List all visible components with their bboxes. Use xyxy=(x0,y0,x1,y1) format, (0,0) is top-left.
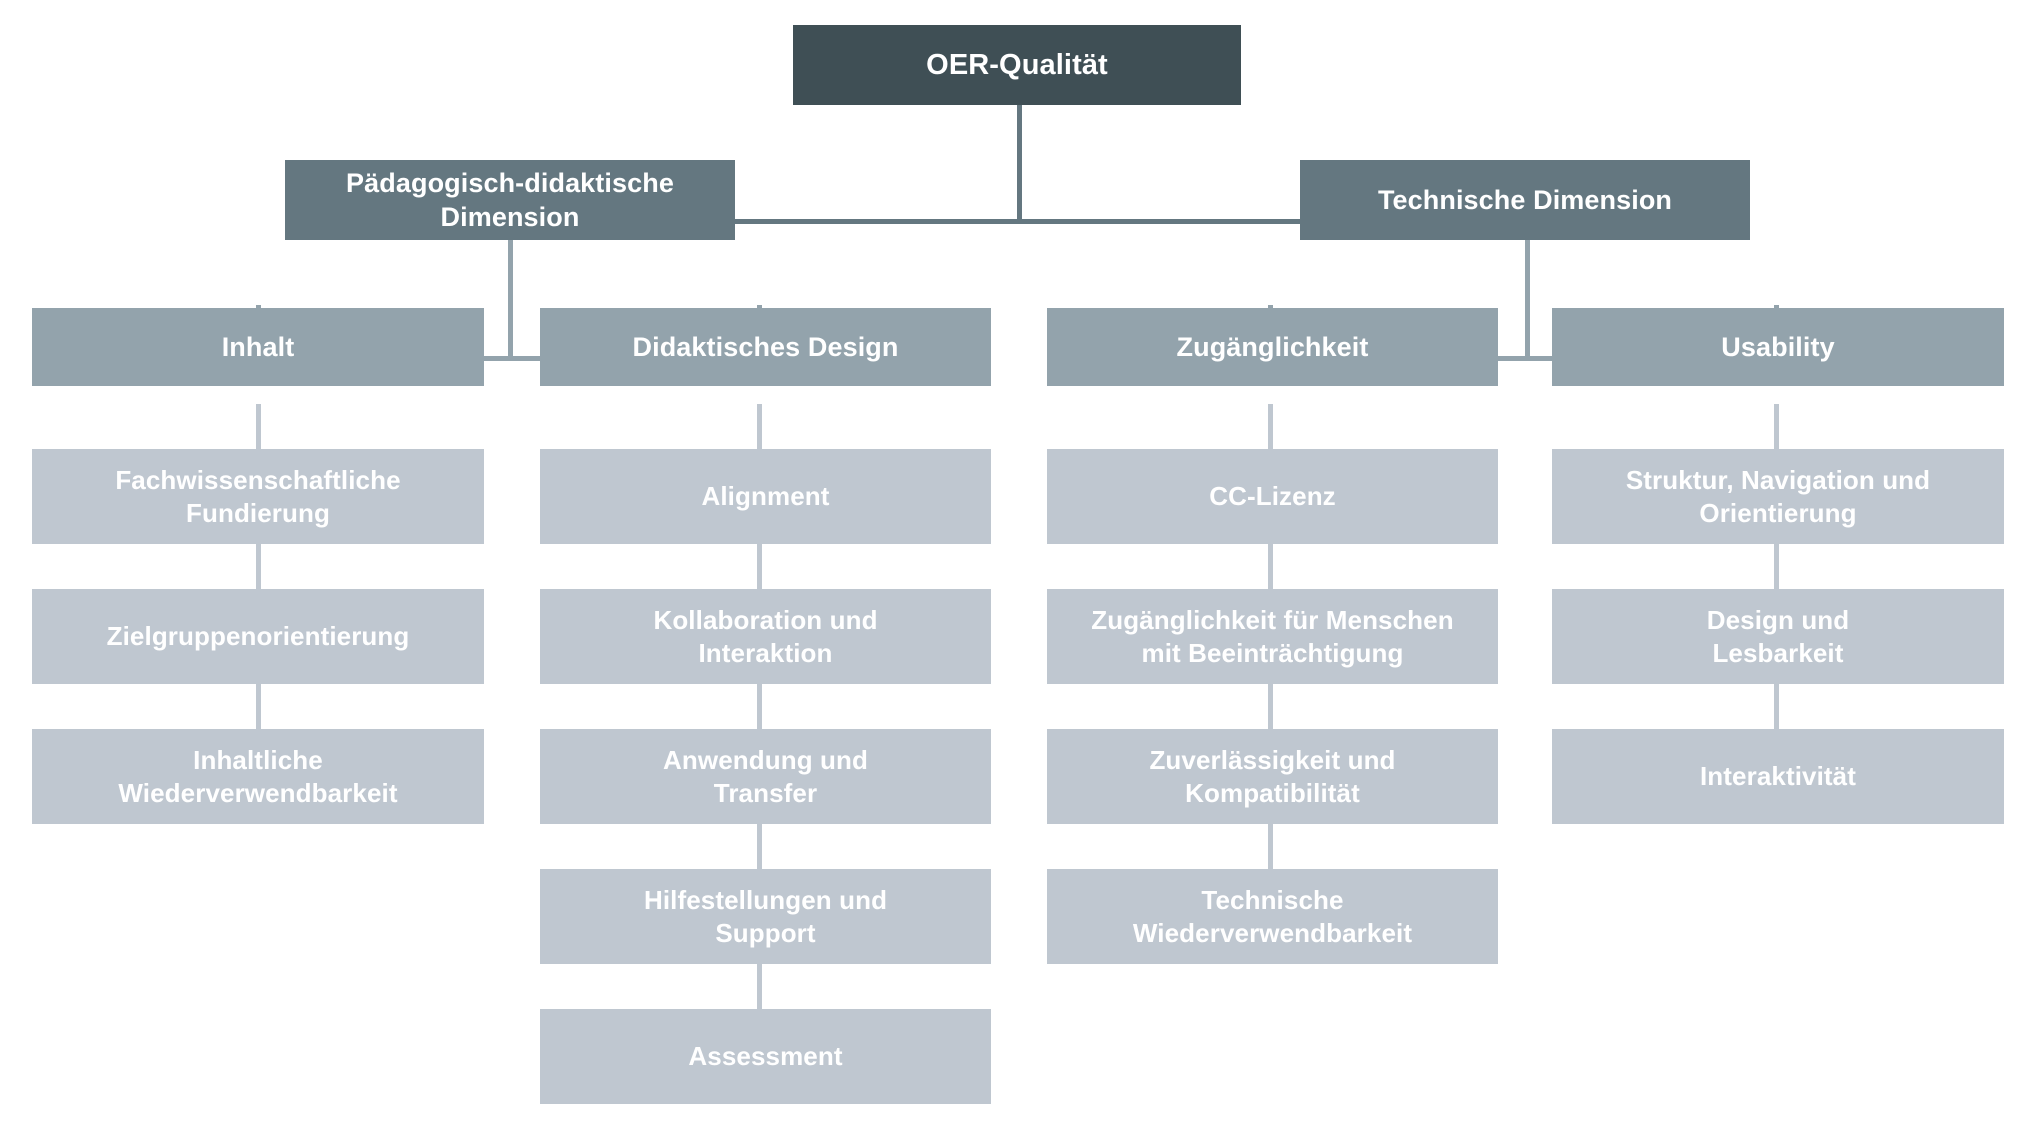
node-dimension-1-label-line1: Pädagogisch-didaktische xyxy=(346,167,674,198)
node-root-label: OER-Qualität xyxy=(926,48,1108,81)
node-category-didaktisches-design[interactable]: Didaktisches Design xyxy=(540,308,991,386)
node-criterion-zielgruppenorientierung[interactable]: Zielgruppenorientierung xyxy=(32,589,484,684)
connector-col4-1 xyxy=(1774,404,1779,454)
criterion-line2: Kompatibilität xyxy=(1185,777,1360,808)
criterion-line1: Anwendung und xyxy=(663,744,868,775)
node-category-4-label: Usability xyxy=(1721,331,1835,362)
node-criterion-zugaenglichkeit-fuer-menschen-mit-beeintraechtigung[interactable]: Zugänglichkeit für Menschen mit Beeinträ… xyxy=(1047,589,1498,684)
connector-col3-2 xyxy=(1268,544,1273,594)
node-category-3-label: Zugänglichkeit xyxy=(1176,331,1369,362)
node-criterion-cc-lizenz[interactable]: CC-Lizenz xyxy=(1047,449,1498,544)
node-dimension-2-label-line1: Technische Dimension xyxy=(1377,184,1673,215)
node-criterion-assessment[interactable]: Assessment xyxy=(540,1009,991,1104)
node-criterion-design-und-lesbarkeit[interactable]: Design und Lesbarkeit xyxy=(1552,589,2004,684)
criterion-line1: Technische xyxy=(1201,884,1344,915)
criterion-line2: Wiederverwendbarkeit xyxy=(1132,917,1413,948)
criterion-line1: Interaktivität xyxy=(1699,761,1856,792)
connector-col2-4 xyxy=(757,824,762,874)
node-category-zugaenglichkeit[interactable]: Zugänglichkeit xyxy=(1047,308,1498,386)
criterion-line2: mit Beeinträchtigung xyxy=(1141,637,1404,668)
criterion-line1: Design und xyxy=(1706,604,1850,635)
criterion-line1: Kollaboration und xyxy=(653,604,878,635)
connector-dim1-stub xyxy=(508,206,513,360)
criterion-line1: Zugänglichkeit für Menschen xyxy=(1091,604,1454,635)
criterion-line2: Orientierung xyxy=(1699,497,1857,528)
criterion-line1: Alignment xyxy=(701,481,830,512)
criterion-line1: Hilfestellungen und xyxy=(643,884,888,915)
connector-col2-3 xyxy=(757,684,762,734)
criterion-line2: Transfer xyxy=(713,777,818,808)
node-criterion-alignment[interactable]: Alignment xyxy=(540,449,991,544)
criterion-line1: Zielgruppenorientierung xyxy=(106,621,410,652)
criterion-line2: Wiederverwendbarkeit xyxy=(118,777,398,808)
node-category-inhalt[interactable]: Inhalt xyxy=(32,308,484,386)
node-criterion-anwendung-und-transfer[interactable]: Anwendung und Transfer xyxy=(540,729,991,824)
connector-dim1-bar xyxy=(258,356,759,361)
connector-col2-1 xyxy=(757,404,762,454)
node-category-1-label: Inhalt xyxy=(221,331,295,362)
node-dimension-1-label-line2: Dimension xyxy=(440,202,580,232)
connector-dim2-stub xyxy=(1525,206,1530,360)
node-root-oer-qualitaet[interactable]: OER-Qualität xyxy=(793,25,1241,105)
connector-col4-3 xyxy=(1774,684,1779,734)
connector-level1-spine xyxy=(566,219,1301,224)
node-dimension-technisch[interactable]: Technische Dimension xyxy=(1300,160,1750,240)
connector-col3-3 xyxy=(1268,684,1273,734)
criterion-line1: Assessment xyxy=(688,1041,843,1072)
criterion-line1: CC-Lizenz xyxy=(1209,481,1336,512)
node-criterion-fachwissenschaftliche-fundierung[interactable]: Fachwissenschaftliche Fundierung xyxy=(32,449,484,544)
node-criterion-kollaboration-und-interaktion[interactable]: Kollaboration und Interaktion xyxy=(540,589,991,684)
connector-col1-3 xyxy=(256,684,261,734)
criterion-line1: Zuverlässigkeit und xyxy=(1149,744,1396,775)
connector-col4-2 xyxy=(1774,544,1779,594)
connector-col3-4 xyxy=(1268,824,1273,874)
node-criterion-inhaltliche-wiederverwendbarkeit[interactable]: Inhaltliche Wiederverwendbarkeit xyxy=(32,729,484,824)
criterion-line2: Fundierung xyxy=(186,497,330,528)
node-criterion-struktur-navigation-und-orientierung[interactable]: Struktur, Navigation und Orientierung xyxy=(1552,449,2004,544)
connector-col1-1 xyxy=(256,404,261,454)
node-category-2-label: Didaktisches Design xyxy=(632,331,899,362)
criterion-line1: Fachwissenschaftliche xyxy=(115,464,401,495)
connector-root-stub xyxy=(1017,104,1022,224)
criterion-line1: Inhaltliche xyxy=(193,744,323,775)
node-criterion-interaktivitaet[interactable]: Interaktivität xyxy=(1552,729,2004,824)
criterion-line2: Support xyxy=(715,917,816,948)
node-category-usability[interactable]: Usability xyxy=(1552,308,2004,386)
criterion-line2: Lesbarkeit xyxy=(1712,637,1844,668)
node-dimension-paedagogisch-didaktisch[interactable]: Pädagogisch-didaktische Dimension xyxy=(285,160,735,240)
connector-col2-2 xyxy=(757,544,762,594)
node-criterion-hilfestellungen-und-support[interactable]: Hilfestellungen und Support xyxy=(540,869,991,964)
node-criterion-technische-wiederverwendbarkeit[interactable]: Technische Wiederverwendbarkeit xyxy=(1047,869,1498,964)
connector-dim2-bar xyxy=(1270,356,1776,361)
criterion-line2: Interaktion xyxy=(698,637,833,668)
connector-col1-2 xyxy=(256,544,261,594)
connector-col3-1 xyxy=(1268,404,1273,454)
node-criterion-zuverlaessigkeit-und-kompatibilitaet[interactable]: Zuverlässigkeit und Kompatibilität xyxy=(1047,729,1498,824)
criterion-line1: Struktur, Navigation und xyxy=(1625,464,1931,495)
connector-col2-5 xyxy=(757,964,762,1014)
